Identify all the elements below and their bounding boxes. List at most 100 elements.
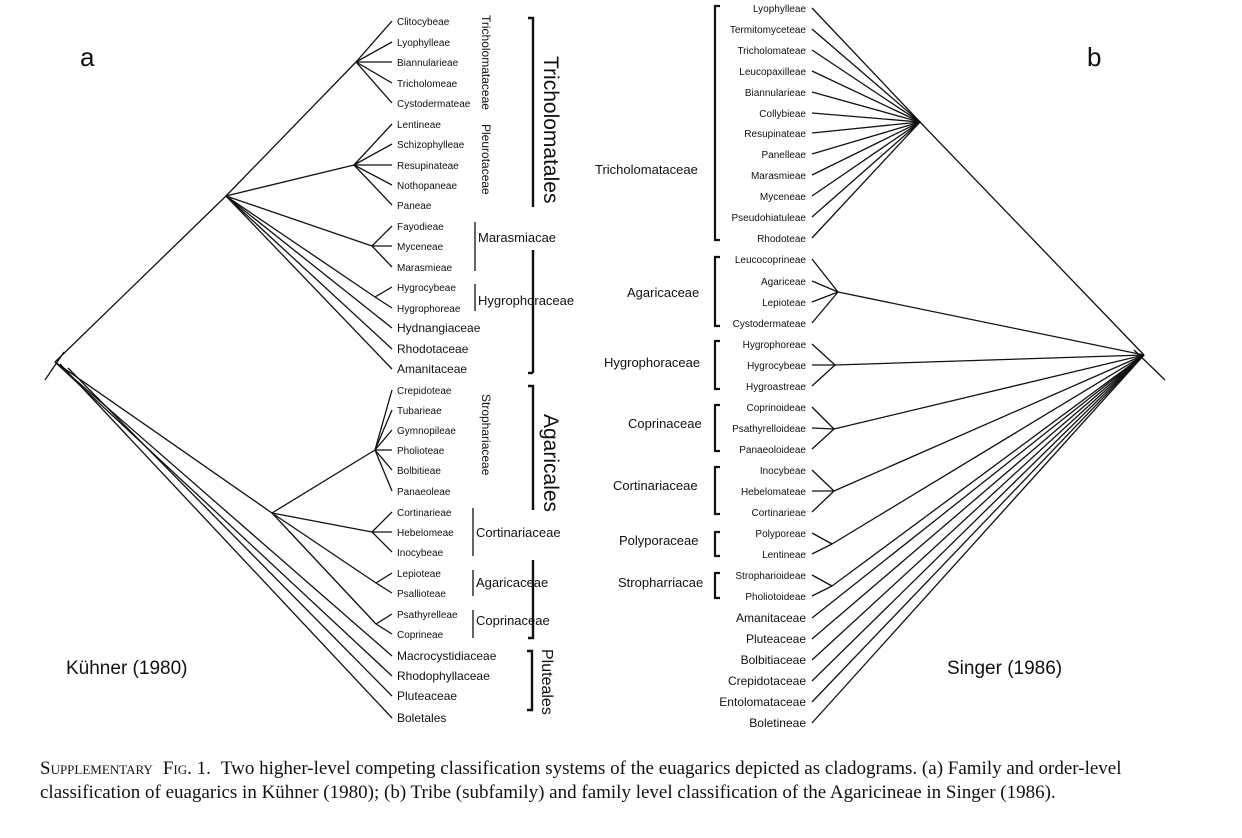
caption-lead: Supplementary (40, 758, 153, 779)
taxon-a-resupinateae: Resupinateae (397, 161, 459, 172)
taxon-b-termitomyceteae: Termitomyceteae (730, 25, 807, 36)
taxon-a-myceneae: Myceneae (397, 242, 444, 253)
taxon-a-boletales: Boletales (397, 711, 446, 725)
panel-b-cladogram (811, 7, 1166, 724)
a-stroph-branch-bolbitieae (374, 449, 393, 471)
b-polypor-branch-lentineae (811, 543, 833, 555)
b-trich-branch-lyophylleae (811, 7, 921, 123)
taxon-a-amanitaceae: Amanitaceae (397, 362, 467, 376)
b-bracket-polyporaceae (713, 530, 720, 558)
b-coprin-branch-panaeoloideae (811, 428, 835, 450)
b-coprin-branch-coprinoideae (811, 406, 835, 430)
b-root-branch-crepidotaceae (811, 354, 1145, 682)
b-cortin-branch-inocybeae (811, 469, 835, 492)
b-trich-branch-pseudohiatuleae (811, 121, 921, 218)
b-agaric-branch-cystodermateae (811, 291, 839, 324)
b-trich-branch-leucopaxilleae (811, 70, 921, 123)
taxon-b-stropharioideae: Stropharioideae (735, 571, 806, 582)
b-trich-branch-termitomyceteae (811, 28, 921, 123)
a-stroph-branch-crepidoteae (374, 389, 393, 451)
taxon-a-tricholomeae: Tricholomeae (397, 79, 458, 90)
taxon-b-bolbitiaceae: Bolbitiaceae (741, 653, 807, 667)
family-label-tricholomataceae-a: Tricholomataceae (479, 15, 493, 110)
taxon-b-myceneae: Myceneae (760, 192, 807, 203)
taxon-a-panaeoleae: Panaeoleae (397, 487, 451, 498)
taxon-b-entolomataceae: Entolomataceae (719, 695, 806, 709)
a-lower-branch-agaric (271, 512, 377, 584)
family-label-agaricaceae-b: Agaricaceae (627, 285, 699, 300)
a-coprin-branch-coprineae (375, 623, 393, 635)
family-label-coprinaceae-a: Coprinaceae (476, 613, 550, 628)
a-trich-branch-tricholomeae (355, 61, 393, 84)
b-bracket-hygrophoraceae (713, 339, 720, 391)
taxon-b-leucopaxilleae: Leucopaxilleae (739, 67, 806, 78)
taxon-b-inocybeae: Inocybeae (760, 466, 807, 477)
panel-b-taxa: LyophylleaeTermitomyceteaeTricholomateae… (719, 4, 806, 730)
b-trich-branch-panelleae (811, 121, 921, 155)
a-upper-branch-1 (225, 164, 355, 197)
b-trich-branch-collybieae (811, 112, 921, 123)
taxon-a-clitocybeae: Clitocybeae (397, 17, 450, 28)
b-trich-branch-resupinateae (811, 121, 921, 134)
panel-b-letter: b (1087, 42, 1101, 72)
a-pleur-branch-nothopaneae (353, 164, 393, 186)
taxon-b-pseudohiatuleae: Pseudohiatuleae (731, 213, 806, 224)
panel-a-taxa: ClitocybeaeLyophylleaeBiannularieaeTrich… (397, 17, 497, 725)
b-hygro-branch-hygroastreae (811, 364, 836, 387)
a-upper-branch-3 (225, 195, 376, 298)
taxon-b-amanitaceae: Amanitaceae (736, 611, 806, 625)
taxon-b-coprinoideae: Coprinoideae (747, 403, 807, 414)
taxon-a-coprineae: Coprineae (397, 630, 444, 641)
a-cortin-branch-cortinarieae (371, 511, 393, 533)
b-agaric-branch-lepioteae (811, 291, 839, 303)
taxon-b-psathyrelloideae: Psathyrelloideae (732, 424, 806, 435)
b-bracket-cortinariaceae (713, 465, 720, 516)
family-label-coprinaceae-b: Coprinaceae (628, 416, 702, 431)
family-label-pleurotaceae-a: Pleurotaceae (479, 124, 493, 195)
a-pleur-branch-schizophylleae (353, 143, 393, 166)
taxon-b-pholiotoideae: Pholiotoideae (745, 592, 806, 603)
a-trich-branch-clitocybeae (355, 20, 393, 63)
taxon-a-cortinarieae: Cortinarieae (397, 508, 452, 519)
panel-a-brackets (472, 16, 535, 712)
taxon-a-biannularieae: Biannularieae (397, 58, 459, 69)
b-cortin-branch-cortinarieae (811, 490, 835, 513)
family-label-cortinariaceae-a: Cortinariaceae (476, 525, 561, 540)
a-lower-branch-cortin (271, 512, 373, 533)
a-upper-branch-5 (225, 195, 393, 350)
b-stroph-branch-stropharioideae (811, 574, 833, 587)
taxon-a-rhodophyllaceae: Rhodophyllaceae (397, 669, 490, 683)
caption-text: Two higher-level competing classificatio… (40, 758, 1122, 803)
b-bracket-agaricaceae (713, 255, 720, 328)
a-upper-branch-6 (225, 195, 393, 370)
b-family-to-root-5 (831, 354, 1145, 587)
a-stroph-branch-panaeoleae (374, 449, 393, 492)
b-family-to-root-2 (833, 354, 1145, 430)
taxon-b-boletineae: Boletineae (749, 716, 806, 730)
panel-b-brackets (713, 4, 720, 600)
taxon-b-marasmieae: Marasmieae (751, 171, 806, 182)
taxon-a-hygrocybeae: Hygrocybeae (397, 283, 456, 294)
family-label-hygrophoraceae-a: Hygrophoraceae (478, 293, 574, 308)
a-maras-branch-fayodieae (371, 225, 393, 247)
taxon-b-lentineae: Lentineae (762, 550, 806, 561)
taxon-a-gymnopileae: Gymnopileae (397, 426, 456, 437)
taxon-b-panaeoloideae: Panaeoloideae (739, 445, 806, 456)
taxon-b-resupinateae: Resupinateae (744, 129, 806, 140)
a-pleur-branch-paneae (353, 164, 393, 206)
a-maras-branch-marasmieae (371, 245, 393, 268)
taxon-a-bolbitieae: Bolbitieae (397, 466, 441, 477)
family-label-polyporaceae-b: Polyporaceae (619, 533, 699, 548)
b-bracket-tricholomataceae (713, 4, 720, 242)
taxon-b-lepioteae: Lepioteae (762, 298, 806, 309)
a-root-to-upper (54, 195, 227, 363)
b-trich-to-root (919, 121, 1145, 356)
taxon-a-tubarieae: Tubarieae (397, 406, 442, 417)
taxon-a-paneae: Paneae (397, 201, 432, 212)
a-stroph-branch-gymnopileae (374, 429, 393, 451)
b-bracket-strophariaceae (713, 571, 720, 600)
taxon-b-collybieae: Collybieae (759, 109, 806, 120)
a-agaric-branch-lepioteae (375, 572, 393, 584)
